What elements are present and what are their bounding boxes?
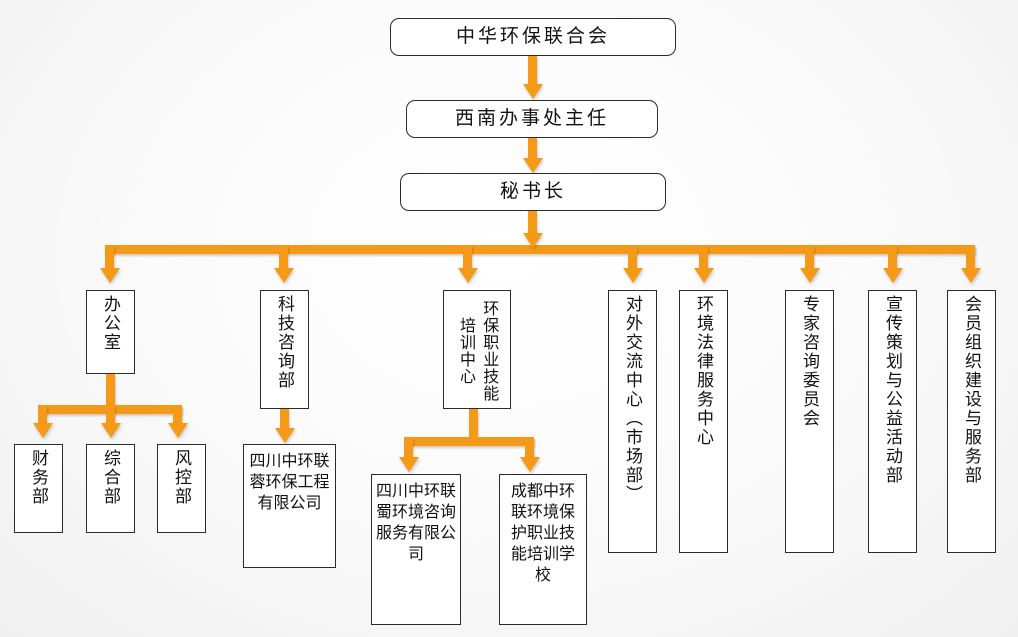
arrow-legal — [693, 268, 714, 283]
node-department-exchange-label: 对外交流中心（市场部） — [623, 295, 642, 504]
arrow-level3-bus — [522, 233, 543, 248]
node-level1-label: 中华环保联合会 — [455, 25, 610, 47]
node-department-training[interactable]: 环保职业技能培训中心 — [443, 290, 511, 409]
arrow-rong — [274, 428, 295, 443]
node-department-legal-label: 环境法律服务中心 — [694, 295, 713, 447]
node-shu-company-label: 四川中环联蜀环境咨询服务有限公司 — [376, 483, 457, 564]
drop-finance — [38, 405, 47, 425]
node-department-expert[interactable]: 专家咨询委员会 — [785, 290, 834, 553]
node-risk[interactable]: 风控部 — [157, 444, 206, 533]
drop-general — [106, 405, 115, 425]
node-department-membership[interactable]: 会员组织建设与服务部 — [947, 290, 996, 553]
arrow-general — [100, 423, 121, 438]
arrow-office — [99, 268, 120, 283]
arrow-training — [457, 268, 478, 283]
node-level2[interactable]: 西南办事处主任 — [406, 100, 658, 138]
connector-office-sub — [106, 374, 115, 408]
node-level3-label: 秘书长 — [499, 180, 566, 202]
arrow-level1-level2 — [522, 84, 543, 99]
connector-training-sub — [469, 409, 478, 440]
training-sub-bus-line — [404, 437, 534, 446]
node-department-membership-label: 会员组织建设与服务部 — [962, 295, 981, 485]
connector-tech-sub — [280, 409, 289, 432]
drop-legal — [699, 245, 708, 271]
arrow-school — [519, 457, 540, 472]
connector-level1-level2 — [528, 56, 537, 86]
node-finance-label: 财务部 — [29, 449, 48, 506]
arrow-exchange — [622, 268, 643, 283]
node-level1[interactable]: 中华环保联合会 — [390, 18, 676, 56]
node-school[interactable]: 成都中环联环境保护职业技能培训学校 — [499, 474, 587, 625]
drop-expert — [805, 245, 814, 271]
node-rong-company[interactable]: 四川中环联蓉环保工程有限公司 — [243, 444, 336, 568]
arrow-membership — [960, 268, 981, 283]
drop-office — [105, 245, 114, 271]
arrow-shu — [398, 457, 419, 472]
node-level3[interactable]: 秘书长 — [400, 173, 666, 211]
node-department-publicity[interactable]: 宣传策划与公益活动部 — [868, 290, 917, 553]
node-department-tech[interactable]: 科技咨询部 — [260, 290, 309, 409]
node-department-office-label: 办公室 — [101, 295, 120, 352]
node-level2-label: 西南办事处主任 — [454, 107, 609, 129]
node-school-label: 成都中环联环境保护职业技能培训学校 — [510, 483, 575, 585]
arrow-tech — [273, 268, 294, 283]
connector-level3-bus — [528, 211, 537, 239]
node-general[interactable]: 综合部 — [86, 444, 135, 533]
arrow-level2-level3 — [522, 158, 543, 173]
node-department-training-label: 环保职业技能培训中心 — [457, 300, 498, 402]
drop-publicity — [888, 245, 897, 271]
arrow-risk — [167, 423, 188, 438]
node-rong-company-label: 四川中环联蓉环保工程有限公司 — [249, 453, 330, 513]
arrow-expert — [799, 268, 820, 283]
connector-level2-level3 — [528, 138, 537, 162]
arrow-finance — [32, 423, 53, 438]
node-department-office[interactable]: 办公室 — [86, 290, 135, 374]
node-department-expert-label: 专家咨询委员会 — [800, 295, 819, 428]
drop-shu — [404, 437, 413, 459]
node-risk-label: 风控部 — [172, 449, 191, 506]
node-department-legal[interactable]: 环境法律服务中心 — [679, 290, 728, 553]
department-bus-line — [105, 245, 975, 254]
arrow-publicity — [882, 268, 903, 283]
drop-risk — [173, 405, 182, 425]
drop-training — [463, 245, 472, 271]
node-finance[interactable]: 财务部 — [14, 444, 63, 533]
drop-tech — [279, 245, 288, 271]
drop-exchange — [628, 245, 637, 271]
node-department-publicity-label: 宣传策划与公益活动部 — [883, 295, 902, 485]
drop-school — [525, 437, 534, 459]
node-department-exchange[interactable]: 对外交流中心（市场部） — [608, 290, 657, 553]
node-department-tech-label: 科技咨询部 — [275, 295, 294, 390]
drop-membership — [966, 245, 975, 271]
node-shu-company[interactable]: 四川中环联蜀环境咨询服务有限公司 — [371, 474, 461, 625]
node-general-label: 综合部 — [101, 449, 120, 506]
